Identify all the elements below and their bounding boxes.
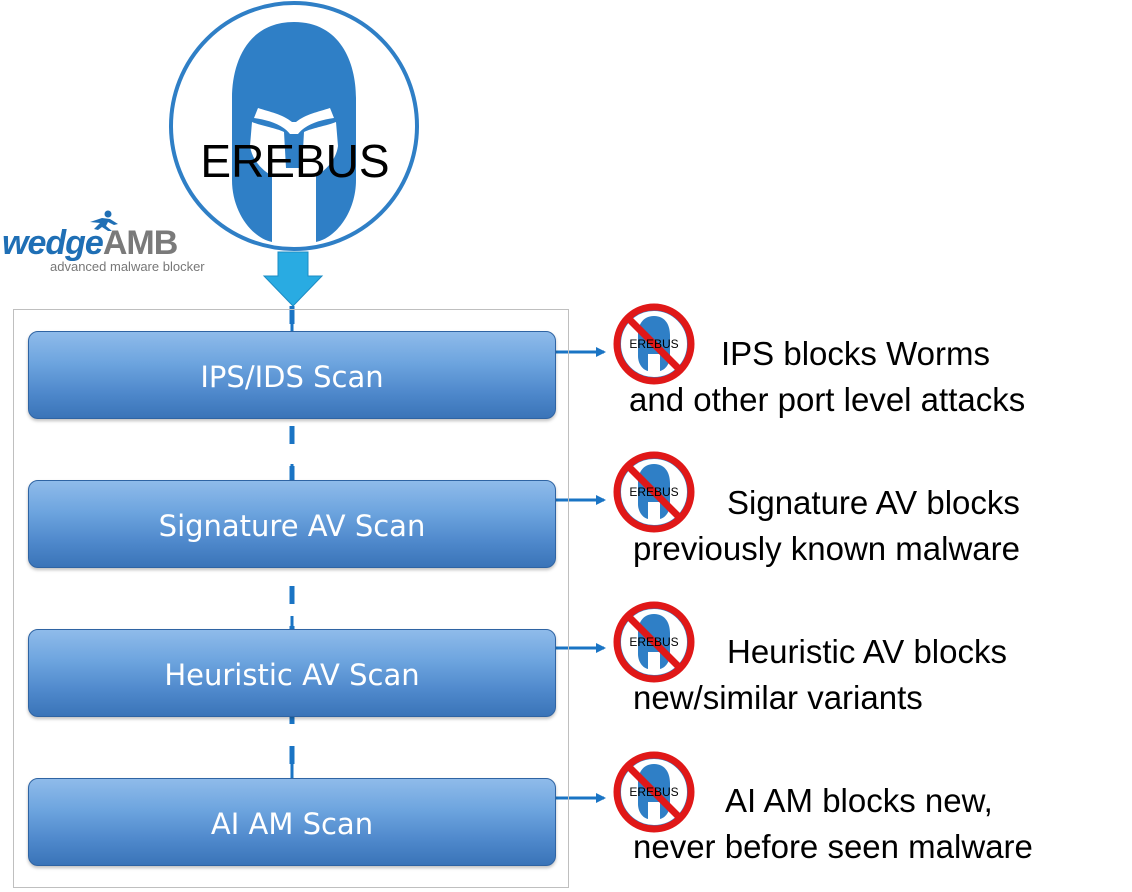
scan-pipeline-frame [13, 309, 569, 888]
logo-wordmark: wedgeAMB [2, 224, 178, 262]
blocked-erebus-icon: EREBUS [612, 750, 696, 834]
scan-step-label: AI AM Scan [210, 807, 374, 841]
scan-step-label: Heuristic AV Scan [164, 658, 420, 692]
result-description-3: Heuristic AV blocks new/similar variants [633, 629, 1007, 721]
logo-tagline: advanced malware blocker [50, 259, 205, 274]
emblem-label: EREBUS [200, 135, 390, 187]
result-line-2: new/similar variants [633, 679, 923, 716]
result-line-1: Heuristic AV blocks [727, 633, 1007, 670]
entry-arrow [262, 251, 324, 307]
logo-wordmark-wedge: wedge [2, 224, 104, 262]
result-line-2: previously known malware [633, 530, 1020, 567]
result-description-1: IPS blocks Worms and other port level at… [629, 331, 1025, 423]
blocked-erebus-icon: EREBUS [612, 600, 696, 684]
blocked-erebus-icon: EREBUS [612, 450, 696, 534]
result-line-2: never before seen malware [633, 828, 1033, 865]
result-line-1: IPS blocks Worms [721, 335, 990, 372]
result-description-4: AI AM blocks new, never before seen malw… [633, 778, 1033, 870]
scan-step-signature-av: Signature AV Scan [28, 480, 556, 568]
scan-step-label: Signature AV Scan [158, 509, 426, 543]
blocked-erebus-icon: EREBUS [612, 302, 696, 386]
scan-step-heuristic-av: Heuristic AV Scan [28, 629, 556, 717]
logo-wordmark-amb: AMB [102, 224, 178, 262]
runner-icon [90, 210, 118, 231]
helmet-icon [232, 22, 356, 242]
blocked-icon-text: EREBUS [629, 485, 679, 499]
result-line-2: and other port level attacks [629, 381, 1026, 418]
scan-step-ai-am: AI AM Scan [28, 778, 556, 866]
scan-step-label: IPS/IDS Scan [200, 360, 384, 394]
result-line-1: Signature AV blocks [727, 484, 1020, 521]
blocked-icon-text: EREBUS [629, 635, 679, 649]
scan-step-ips-ids: IPS/IDS Scan [28, 331, 556, 419]
result-description-2: Signature AV blocks previously known mal… [633, 480, 1020, 572]
blocked-icon-text: EREBUS [629, 337, 679, 351]
blocked-icon-text: EREBUS [629, 785, 679, 799]
result-line-1: AI AM blocks new, [725, 782, 993, 819]
wedge-amb-logo: wedgeAMB advanced malware blocker [2, 210, 222, 274]
erebus-emblem [169, 1, 419, 251]
